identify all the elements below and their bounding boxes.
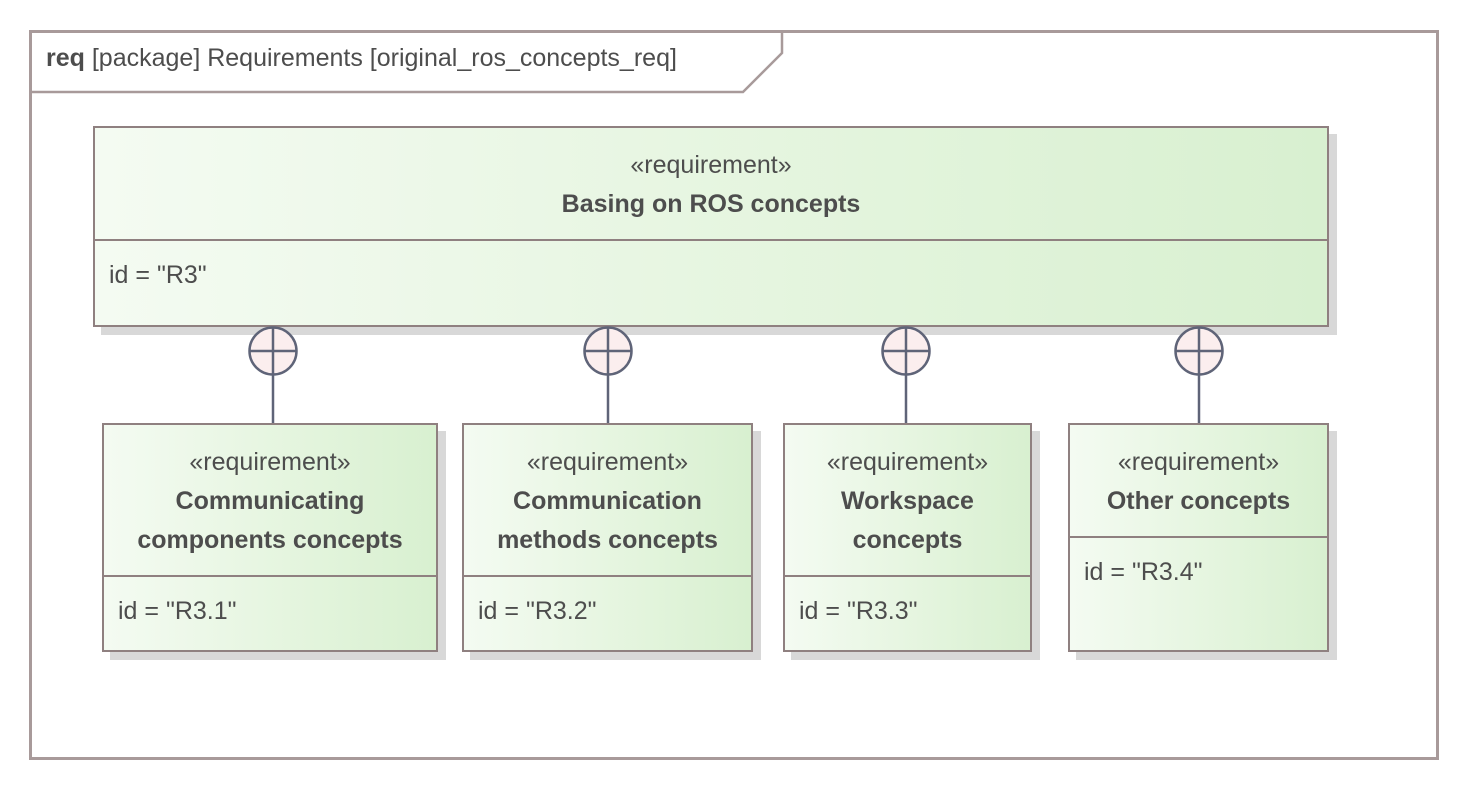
requirement-communication-methods-concepts[interactable]: «requirement» Communication methods conc… [462,423,753,652]
requirement-header: «requirement» Workspace concepts [785,425,1030,577]
requirement-name-line1: Communicating [175,487,365,515]
requirement-header: «requirement» Other concepts [1070,425,1327,538]
requirement-name: Basing on ROS concepts [561,190,861,218]
containment-link-r3-3[interactable] [881,326,931,424]
frame-label-text: [package] Requirements [original_ros_con… [91,44,677,72]
containment-link-r3-2[interactable] [583,326,633,424]
requirement-id: id = "R3.1" [118,597,237,625]
requirement-other-concepts[interactable]: «requirement» Other concepts id = "R3.4" [1068,423,1329,652]
requirement-name-line2: methods concepts [497,526,718,554]
frame-keyword: req [46,44,85,72]
stereotype-label: «requirement» [526,448,689,476]
requirement-name-line1: Other concepts [1106,487,1291,515]
requirement-header: «requirement» Communicating components c… [104,425,436,577]
stereotype-label: «requirement» [630,151,792,179]
containment-link-r3-1[interactable] [248,326,298,424]
requirement-name-line1: Workspace [841,487,974,515]
requirement-id: id = "R3.3" [799,597,918,625]
frame-title: req [package] Requirements [original_ros… [46,44,677,73]
requirement-header: «requirement» Communication methods conc… [464,425,751,577]
stereotype-label: «requirement» [826,448,989,476]
requirement-header: «requirement» Basing on ROS concepts [95,128,1327,241]
containment-link-r3-4[interactable] [1174,326,1224,424]
requirement-name-line2: concepts [852,526,963,554]
requirement-basing-on-ros-concepts[interactable]: «requirement» Basing on ROS concepts id … [93,126,1329,327]
requirement-workspace-concepts[interactable]: «requirement» Workspace concepts id = "R… [783,423,1032,652]
stereotype-label: «requirement» [1117,448,1280,476]
requirement-id: id = "R3" [109,261,207,289]
requirement-name-line2: components concepts [137,526,403,554]
requirement-id: id = "R3.4" [1084,558,1203,586]
requirement-communicating-components-concepts[interactable]: «requirement» Communicating components c… [102,423,438,652]
requirement-id: id = "R3.2" [478,597,597,625]
frame-label: req [package] Requirements [original_ros… [32,33,784,95]
requirement-name-line1: Communication [513,487,702,515]
stereotype-label: «requirement» [189,448,351,476]
